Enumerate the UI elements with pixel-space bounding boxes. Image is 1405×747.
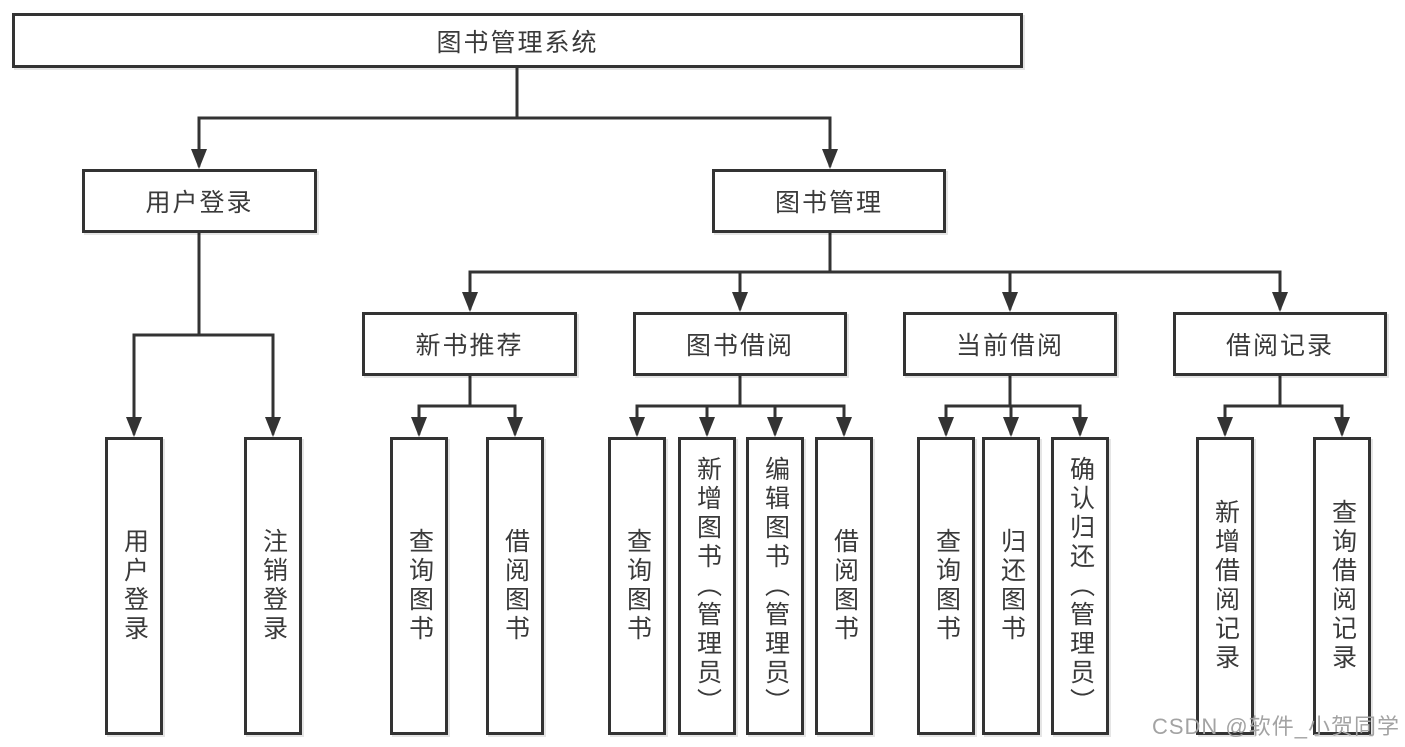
- leaf-edit-books-admin: 编辑图书（管理员）: [746, 437, 804, 735]
- leaf-query-books-2-label: 查询图书: [623, 528, 652, 644]
- leaf-borrow-books-1-label: 借阅图书: [501, 528, 530, 644]
- node-borrow-records: 借阅记录: [1173, 312, 1387, 376]
- node-current-borrowing-label: 当前借阅: [955, 332, 1064, 360]
- leaf-user-login-label: 用户登录: [120, 528, 149, 644]
- leaf-add-books-admin-label: 新增图书（管理员）: [693, 455, 722, 717]
- node-root: 图书管理系统: [12, 13, 1023, 68]
- node-user-login-label: 用户登录: [145, 189, 254, 217]
- leaf-return-books: 归还图书: [982, 437, 1040, 735]
- leaf-query-books-3-label: 查询图书: [932, 528, 961, 644]
- node-new-book-recommend: 新书推荐: [362, 312, 577, 376]
- node-borrow-records-label: 借阅记录: [1225, 332, 1334, 360]
- leaf-edit-books-admin-label: 编辑图书（管理员）: [761, 455, 790, 717]
- leaf-add-borrow-record: 新增借阅记录: [1196, 437, 1254, 735]
- node-root-label: 图书管理系统: [436, 28, 599, 57]
- leaf-logout-label: 注销登录: [259, 528, 288, 644]
- node-current-borrowing: 当前借阅: [903, 312, 1117, 376]
- node-book-management-label: 图书管理: [774, 189, 883, 217]
- leaf-add-books-admin: 新增图书（管理员）: [678, 437, 736, 735]
- leaf-query-books-3: 查询图书: [917, 437, 975, 735]
- leaf-confirm-return-admin-label: 确认归还（管理员）: [1066, 455, 1095, 717]
- leaf-borrow-books-1: 借阅图书: [486, 437, 544, 735]
- leaf-query-books-2: 查询图书: [608, 437, 666, 735]
- node-book-borrowing-label: 图书借阅: [685, 332, 794, 360]
- leaf-query-books-1-label: 查询图书: [405, 528, 434, 644]
- node-new-book-recommend-label: 新书推荐: [415, 332, 524, 360]
- leaf-add-borrow-record-label: 新增借阅记录: [1211, 499, 1240, 673]
- leaf-borrow-books-2-label: 借阅图书: [830, 528, 859, 644]
- leaf-borrow-books-2: 借阅图书: [815, 437, 873, 735]
- csdn-watermark: CSDN @软件_小贺同学: [1151, 714, 1400, 739]
- node-book-borrowing: 图书借阅: [633, 312, 847, 376]
- leaf-query-borrow-record-label: 查询借阅记录: [1328, 499, 1357, 673]
- leaf-query-borrow-record: 查询借阅记录: [1313, 437, 1371, 735]
- leaf-return-books-label: 归还图书: [997, 528, 1026, 644]
- leaf-user-login: 用户登录: [105, 437, 163, 735]
- node-user-login: 用户登录: [82, 169, 317, 233]
- leaf-logout: 注销登录: [244, 437, 302, 735]
- node-book-management: 图书管理: [712, 169, 946, 233]
- leaf-query-books-1: 查询图书: [390, 437, 448, 735]
- leaf-confirm-return-admin: 确认归还（管理员）: [1051, 437, 1109, 735]
